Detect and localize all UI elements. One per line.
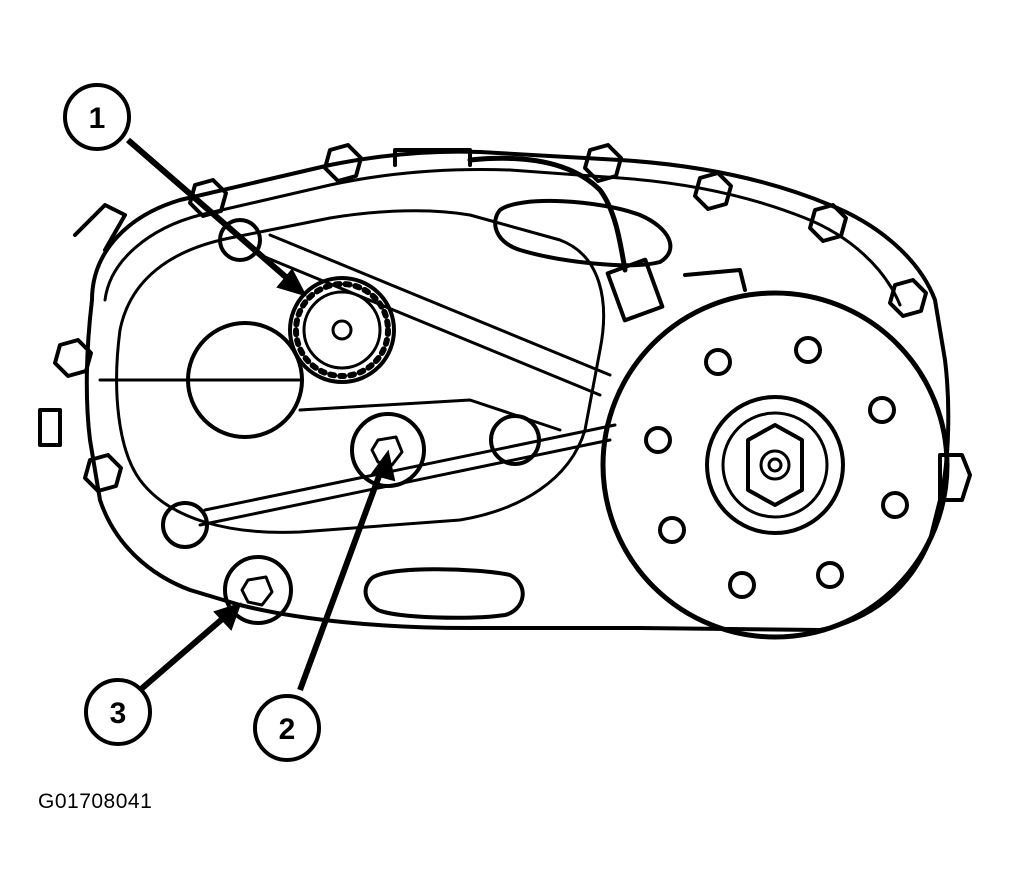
callout-2-label: 2 (279, 713, 296, 746)
callout-2: 2 (253, 694, 321, 762)
callout-leaders (126, 137, 396, 693)
transfer-case-housing (38, 143, 972, 640)
callout-3: 3 (84, 678, 152, 746)
callout-1-label: 1 (89, 102, 106, 135)
figure-id: G01708041 (38, 790, 153, 813)
callout-3-label: 3 (110, 697, 127, 730)
callout-1: 1 (63, 83, 131, 151)
